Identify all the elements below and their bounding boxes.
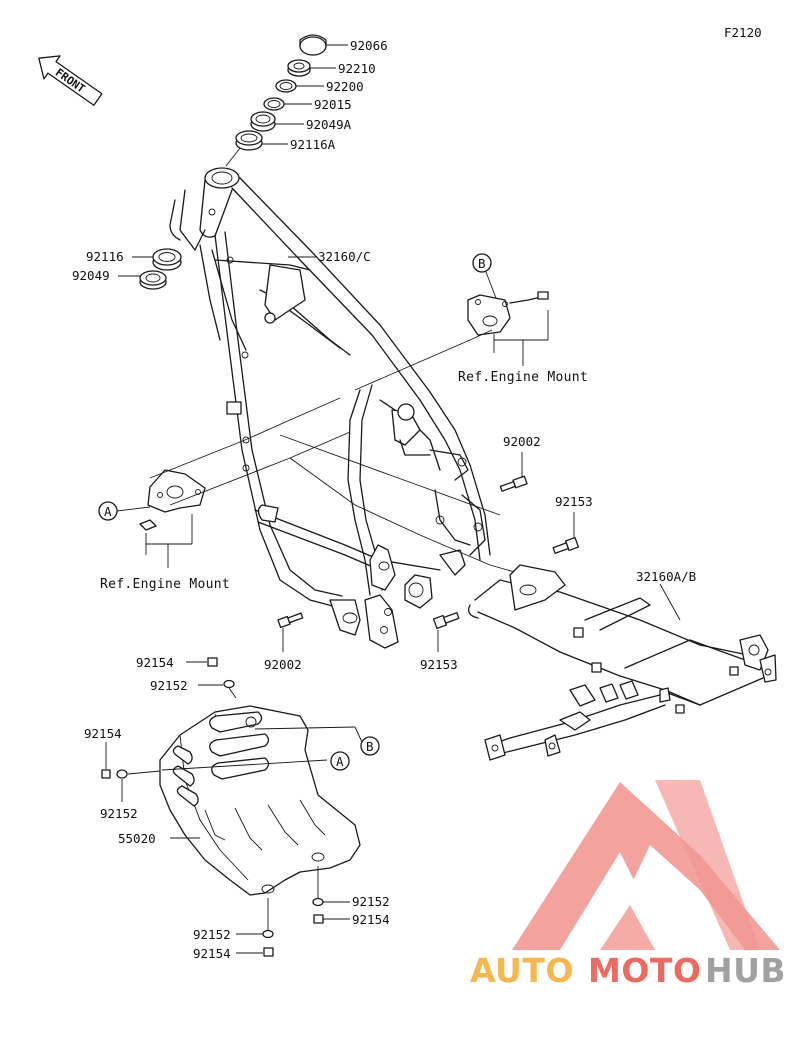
label-92200: 92200 xyxy=(326,79,364,94)
main-frame xyxy=(169,167,491,649)
watermark-moto: MOTO xyxy=(588,951,701,990)
engine-mount-ref-bracket-upper xyxy=(493,310,549,366)
callout-b-top xyxy=(472,253,492,273)
label-92152-b: 92152 xyxy=(100,806,138,821)
figure-code: F2120 xyxy=(724,25,762,40)
leader-32160ab xyxy=(659,583,681,621)
callout-b-top-label: B xyxy=(478,256,486,271)
ref-engine-mount-upper: Ref.Engine Mount xyxy=(458,370,588,385)
fastener-right-bottom xyxy=(312,866,350,924)
label-32160AB: 32160A/B xyxy=(636,569,696,584)
label-92116A: 92116A xyxy=(290,137,336,152)
bolt-92002-bottom xyxy=(277,612,304,629)
front-arrow-icon: FRONT xyxy=(38,55,103,106)
bolt-92153-right xyxy=(552,536,580,554)
ref-engine-mount-lower: Ref.Engine Mount xyxy=(100,577,230,592)
fastener-left xyxy=(101,742,161,802)
fastener-bottom xyxy=(236,898,274,957)
callout-a-left-label: A xyxy=(104,504,112,519)
label-92210: 92210 xyxy=(338,61,376,76)
label-92154-a: 92154 xyxy=(136,655,174,670)
engine-mount-plate-lower xyxy=(139,469,206,531)
label-92154-c: 92154 xyxy=(352,912,390,927)
engine-mount-plate-upper xyxy=(467,291,549,336)
lower-bearing-parts xyxy=(118,248,182,290)
label-92153-bottom: 92153 xyxy=(420,657,458,672)
skid-plate xyxy=(159,705,361,896)
watermark-auto: AUTO xyxy=(470,951,574,990)
guard-callout-b: B xyxy=(366,739,374,754)
label-92152-c: 92152 xyxy=(352,894,390,909)
watermark-logo xyxy=(512,780,780,950)
guard-callout-a: A xyxy=(336,754,344,769)
label-92152-a: 92152 xyxy=(150,678,188,693)
label-92049: 92049 xyxy=(72,268,110,283)
stem-leaders xyxy=(225,44,348,167)
watermark-hub: HUB xyxy=(705,951,786,990)
label-92154-b: 92154 xyxy=(84,726,122,741)
label-92066: 92066 xyxy=(350,38,388,53)
bolt-92002-right xyxy=(499,475,528,492)
label-92002-right: 92002 xyxy=(503,434,541,449)
label-92152-d: 92152 xyxy=(193,927,231,942)
label-32160C: 32160/C xyxy=(318,249,371,264)
label-92153-right: 92153 xyxy=(555,494,593,509)
label-92116: 92116 xyxy=(86,249,124,264)
reference-lines xyxy=(149,329,561,586)
fastener-top xyxy=(186,657,237,699)
label-55020: 55020 xyxy=(118,831,156,846)
rear-subframe xyxy=(467,564,777,761)
label-92049A: 92049A xyxy=(306,117,352,132)
label-92015: 92015 xyxy=(314,97,352,112)
bolt-92153-bottom xyxy=(432,612,460,630)
engine-mount-ref-bracket-lower xyxy=(145,514,193,568)
label-92154-d: 92154 xyxy=(193,946,231,961)
steering-stem-parts xyxy=(235,34,327,151)
label-92002-bottom: 92002 xyxy=(264,657,302,672)
guard-callouts xyxy=(161,726,380,771)
